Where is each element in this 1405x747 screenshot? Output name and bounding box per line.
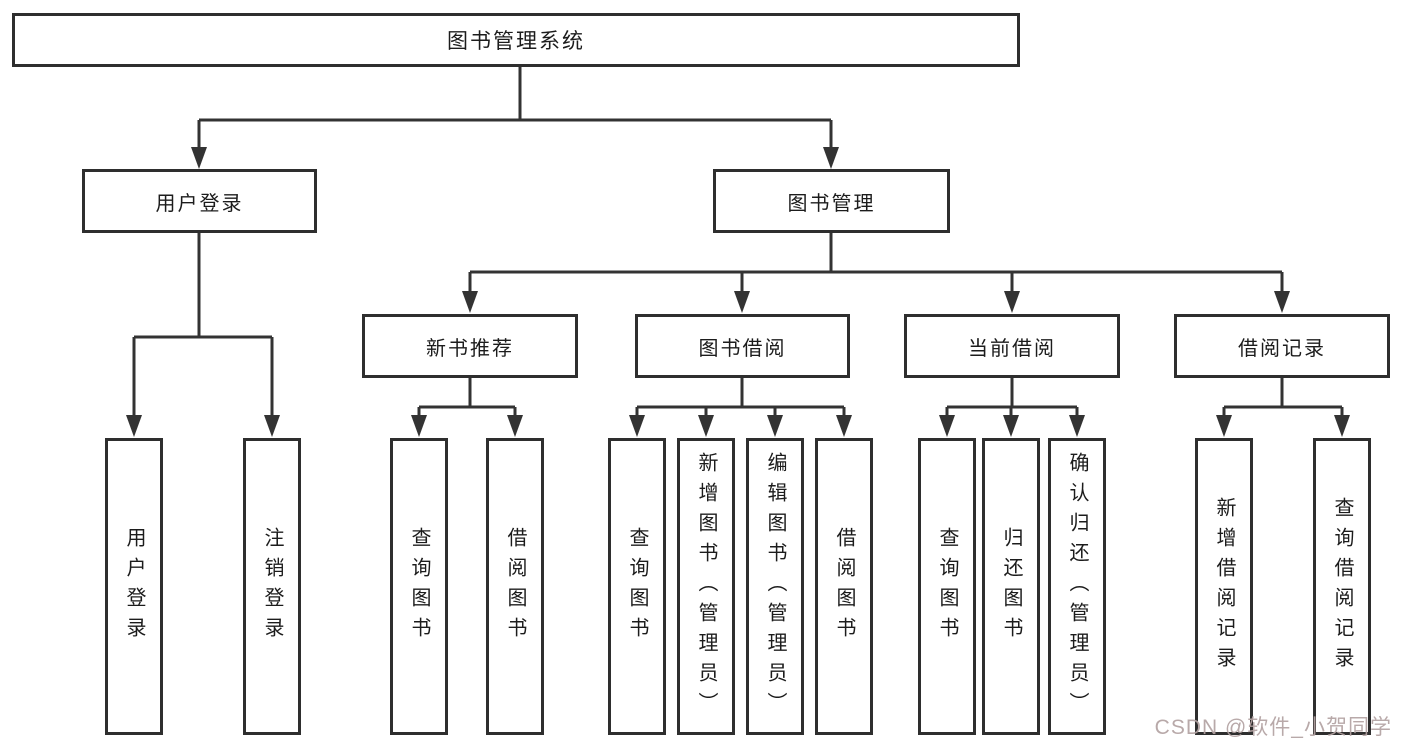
node-label: 查询图书: [936, 526, 958, 647]
node-leaf-confirm-return-admin: 确认归还（管理员）: [1048, 438, 1106, 735]
node-book-management: 图书管理: [713, 169, 950, 233]
node-label: 当前借阅: [968, 337, 1056, 360]
node-library-management-system: 图书管理系统: [12, 13, 1020, 67]
csdn-watermark: CSDN @软件_小贺同学: [1154, 716, 1392, 739]
node-leaf-add-borrow-record: 新增借阅记录: [1195, 438, 1253, 735]
node-label: 借阅图书: [833, 526, 855, 647]
node-current-borrow: 当前借阅: [904, 314, 1120, 378]
node-label: 图书管理: [787, 192, 876, 215]
node-label: 确认归还（管理员）: [1066, 451, 1088, 722]
node-label: 新书推荐: [426, 337, 514, 360]
node-label: 用户登录: [155, 192, 244, 215]
node-label: 归还图书: [1000, 526, 1022, 647]
node-leaf-user-login: 用户登录: [105, 438, 163, 735]
node-leaf-edit-books-admin: 编辑图书（管理员）: [746, 438, 804, 735]
node-leaf-add-books-admin: 新增图书（管理员）: [677, 438, 735, 735]
node-leaf-borrow-books: 借阅图书: [815, 438, 873, 735]
node-label: 编辑图书（管理员）: [764, 451, 786, 722]
node-borrow-records: 借阅记录: [1174, 314, 1390, 378]
node-leaf-borrow-books-recommend: 借阅图书: [486, 438, 544, 735]
node-label: 查询借阅记录: [1331, 496, 1353, 677]
node-label: 注销登录: [261, 526, 283, 647]
node-label: 用户登录: [123, 526, 145, 647]
node-label: 图书管理系统: [447, 30, 585, 53]
node-leaf-query-books-recommend: 查询图书: [390, 438, 448, 735]
node-label: 新增图书（管理员）: [695, 451, 717, 722]
node-label: 查询图书: [626, 526, 648, 647]
node-label: 图书借阅: [698, 337, 787, 360]
node-leaf-logout: 注销登录: [243, 438, 301, 735]
node-new-book-recommend: 新书推荐: [362, 314, 578, 378]
node-leaf-query-books-borrow: 查询图书: [608, 438, 666, 735]
node-label: 查询图书: [408, 526, 430, 647]
node-leaf-return-books: 归还图书: [982, 438, 1040, 735]
node-label: 借阅记录: [1238, 337, 1326, 360]
node-leaf-query-books-current: 查询图书: [918, 438, 976, 735]
node-leaf-query-borrow-record: 查询借阅记录: [1313, 438, 1371, 735]
node-label: 借阅图书: [504, 526, 526, 647]
arrowheads: [126, 147, 1350, 437]
node-user-login: 用户登录: [82, 169, 317, 233]
node-label: 新增借阅记录: [1213, 496, 1235, 677]
node-book-borrow: 图书借阅: [635, 314, 850, 378]
